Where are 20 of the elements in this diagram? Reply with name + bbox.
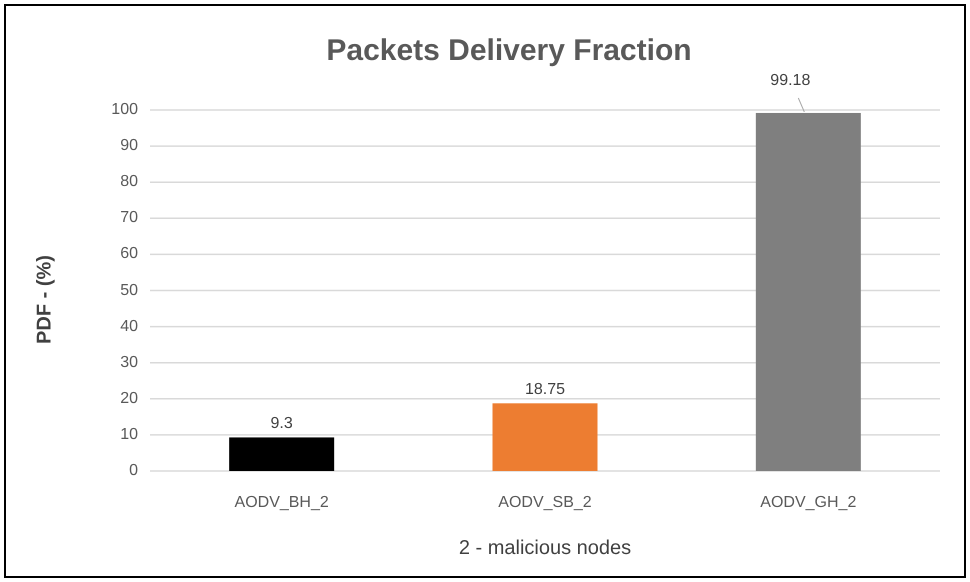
data-label: 18.75: [524, 381, 566, 400]
axis-title: PDF - (%): [34, 254, 56, 346]
axis-tick-label: 0: [128, 462, 138, 480]
category-label: AODV_BH_2: [234, 494, 330, 512]
category-label: AODV_SB_2: [497, 494, 593, 512]
axis-tick-label: 70: [119, 209, 138, 228]
axis-title: 2 - malicious nodes: [458, 537, 632, 560]
chart-title: Packets Delivery Fraction: [325, 34, 693, 68]
axis-tick-label: 80: [119, 173, 138, 192]
axis-tick-label: 50: [119, 282, 138, 300]
axis-tick-label: 10: [119, 426, 138, 444]
axis-tick-label: 90: [119, 137, 138, 156]
data-label: 9.3: [270, 415, 294, 434]
axis-tick-label: 100: [110, 101, 138, 119]
category-label: AODV_GH_2: [759, 494, 858, 512]
axis-tick-label: 20: [119, 390, 138, 408]
data-label: 99.18: [769, 72, 812, 90]
axis-tick-label: 30: [119, 354, 138, 372]
axis-tick-label: 40: [119, 318, 138, 336]
axis-tick-label: 60: [119, 245, 138, 264]
